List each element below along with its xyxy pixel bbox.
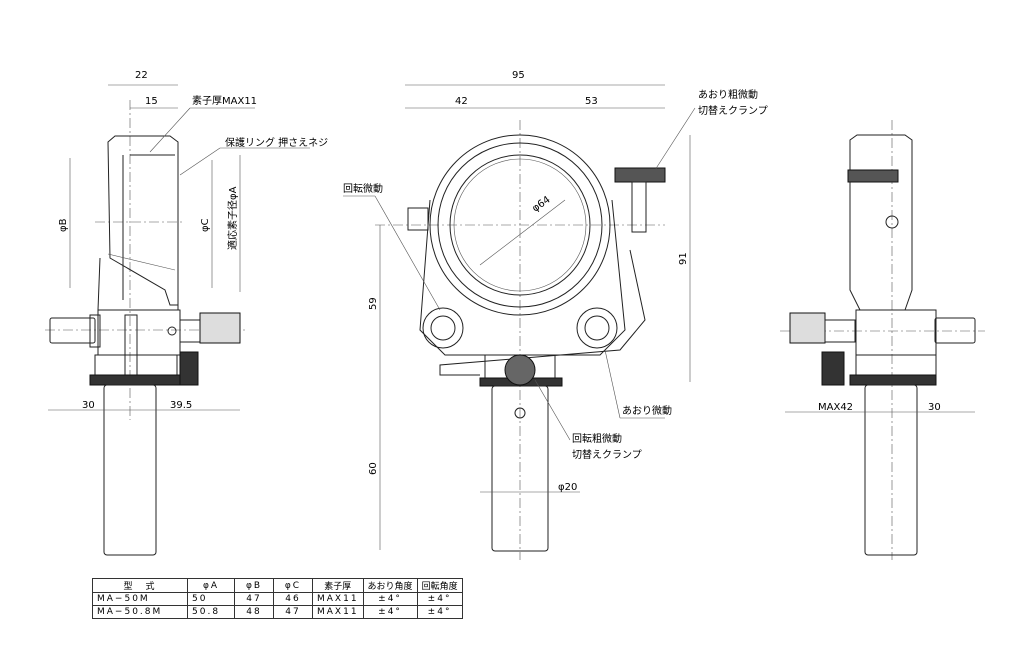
dim-15: 15 [145,96,158,107]
table-header-row: 型 式 φA φB φC 素子厚 あおり角度 回転角度 [92,578,463,593]
front-view: 95 42 53 あおり粗微動 切替えクランプ 回転微動 φ64 59 91 6… [343,70,768,560]
header-phi-a: φA [187,578,235,593]
cell: 50 [187,592,235,606]
header-phi-c: φC [273,578,313,593]
dim-91: 91 [678,252,689,265]
dim-60: 60 [368,462,379,475]
header-thickness: 素子厚 [312,578,364,593]
cell: MA−50.8M [92,605,188,619]
table-row: MA−50.8M 50.8 48 47 MAX11 ±4° ±4° [92,605,463,619]
tilt-clamp-label-1: あおり粗微動 [698,88,758,101]
cell: ±4° [362,605,418,619]
tilt-fine-label: あおり微動 [622,404,672,417]
protect-ring-label: 保護リング 押さえネジ [225,136,328,149]
cell: 47 [273,605,313,619]
cell: 50.8 [187,605,235,619]
cell: MAX11 [312,605,364,619]
dim-30-right: 30 [928,402,941,413]
dim-30-left: 30 [82,400,95,411]
header-model: 型 式 [92,578,188,593]
cell: 47 [234,592,274,606]
max42-label: MAX42 [818,402,853,413]
cell: 48 [234,605,274,619]
cell: 46 [273,592,313,606]
dim-39-5: 39.5 [170,400,192,411]
dim-53: 53 [585,96,598,107]
phi-c-label: φC [200,218,211,232]
dim-59: 59 [368,297,379,310]
cell: ±4° [416,605,463,619]
header-tilt-angle: あおり角度 [362,578,418,593]
phi-a-label: 適応素子径φA [226,186,239,250]
spec-table: 型 式 φA φB φC 素子厚 あおり角度 回転角度 MA−50M 50 47… [92,578,463,619]
rot-clamp-label-1: 回転粗微動 [572,432,622,445]
right-side-view: MAX42 30 [780,120,985,560]
header-phi-b: φB [234,578,274,593]
left-side-view: 22 15 素子厚MAX11 保護リング 押さえネジ φB φC 適応素子径φA… [45,70,328,556]
phi-64-label: φ64 [530,194,552,214]
rot-clamp-label-2: 切替えクランプ [572,448,642,461]
tilt-clamp-label-2: 切替えクランプ [698,104,768,117]
dim-95: 95 [512,70,525,81]
dim-42: 42 [455,96,468,107]
phi-b-label: φB [58,218,69,232]
phi-20-label: φ20 [558,482,577,493]
element-thickness-label: 素子厚MAX11 [192,94,257,107]
rotation-fine-label: 回転微動 [343,182,383,195]
cell: MA−50M [92,592,188,606]
cell: ±4° [416,592,463,606]
cell: ±4° [362,592,418,606]
table-row: MA−50M 50 47 46 MAX11 ±4° ±4° [92,592,463,606]
cell: MAX11 [312,592,364,606]
header-rotation-angle: 回転角度 [416,578,463,593]
dim-22: 22 [135,70,148,81]
